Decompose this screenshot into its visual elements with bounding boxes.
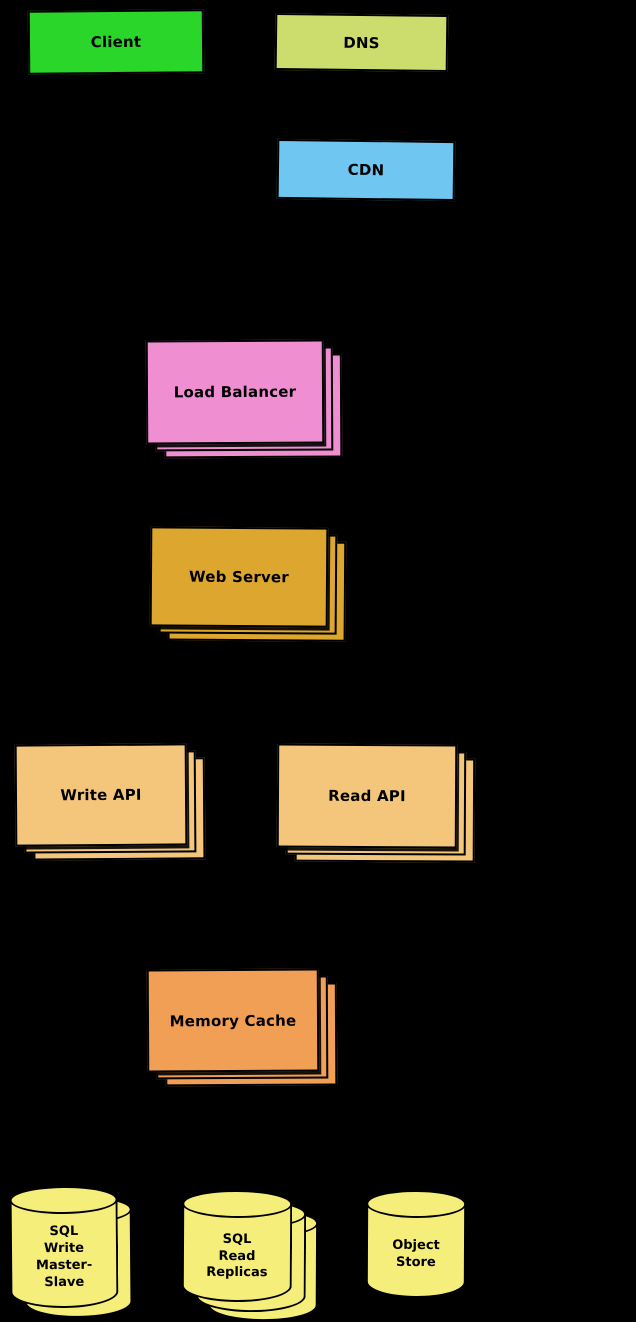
sql-read-replicas-cylinder: SQL Read Replicas (181, 1189, 293, 1303)
memory-cache-label: Memory Cache (169, 1011, 297, 1030)
cylinder-top (366, 1189, 467, 1219)
label-line: Store (395, 1254, 436, 1271)
web-server-box: Web Server (149, 526, 329, 628)
sql-write-master-slave-cylinder: SQL Write Master- Slave (9, 1185, 119, 1309)
write-api-box: Write API (14, 743, 188, 847)
load-balancer-label: Load Balancer (173, 382, 297, 402)
label-line: Read (218, 1248, 256, 1264)
memory-cache-box: Memory Cache (146, 968, 320, 1073)
label-line: SQL (49, 1224, 79, 1240)
sql-write-master-slave-node: SQL Write Master- Slave (9, 1185, 133, 1319)
load-balancer-node: Load Balancer (145, 339, 343, 459)
memory-cache-node: Memory Cache (146, 968, 338, 1087)
web-server-node: Web Server (149, 526, 347, 642)
label-line: Master- (35, 1257, 93, 1274)
dns-node: DNS (274, 12, 449, 73)
sql-read-replicas-node: SQL Read Replicas (181, 1189, 319, 1322)
cdn-node: CDN (276, 138, 456, 202)
read-api-box: Read API (276, 743, 458, 849)
load-balancer-box: Load Balancer (145, 339, 325, 445)
label-line: Write (43, 1240, 85, 1257)
sql-read-replicas-label: SQL Read Replicas (182, 1216, 292, 1299)
label-line: Slave (44, 1274, 85, 1291)
client-node: Client (27, 9, 205, 75)
cdn-label: CDN (347, 160, 385, 180)
label-line: Replicas (206, 1265, 268, 1281)
label-line: SQL (222, 1231, 252, 1247)
object-store-node: Object Store (365, 1189, 467, 1299)
dns-label: DNS (343, 33, 380, 52)
sql-write-master-slave-label: SQL Write Master- Slave (10, 1212, 119, 1305)
label-line: Object (392, 1237, 440, 1254)
client-box: Client (27, 9, 205, 75)
web-server-label: Web Server (189, 567, 289, 587)
object-store-cylinder: Object Store (365, 1189, 467, 1299)
object-store-label: Object Store (366, 1216, 466, 1295)
client-label: Client (90, 32, 142, 52)
write-api-node: Write API (14, 743, 206, 861)
read-api-node: Read API (276, 743, 476, 863)
write-api-label: Write API (60, 785, 142, 805)
read-api-label: Read API (328, 786, 406, 806)
cylinder-top (182, 1189, 293, 1219)
cdn-box: CDN (276, 138, 456, 202)
dns-box: DNS (274, 12, 449, 73)
